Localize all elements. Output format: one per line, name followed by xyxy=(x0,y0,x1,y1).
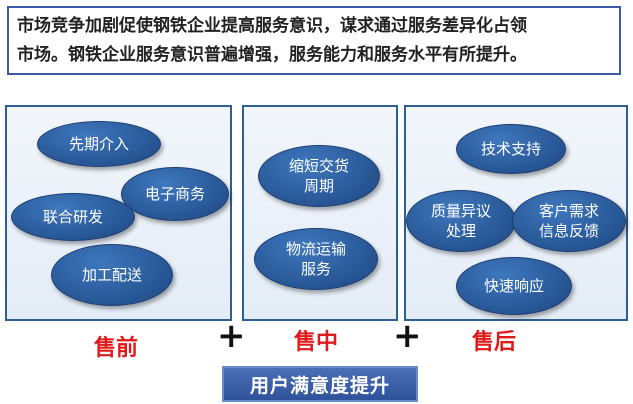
panel-after-sale: 技术支持 质量异议处理 客户需求信息反馈 快速响应 xyxy=(404,105,628,321)
bubble-e-commerce: 电子商务 xyxy=(121,167,229,221)
bubble-quick-response: 快速响应 xyxy=(456,257,572,315)
bubble-customer-feedback: 客户需求信息反馈 xyxy=(512,190,626,252)
headline-line-2: 市场。钢铁企业服务意识普遍增强，服务能力和服务水平有所提升。 xyxy=(17,45,527,65)
headline-line-1: 市场竞争加剧促使钢铁企业提高服务意识，谋求通过服务差异化占领 xyxy=(17,16,527,36)
result-label: 用户满意度提升 xyxy=(249,374,390,397)
headline-box: 市场竞争加剧促使钢铁企业提高服务意识，谋求通过服务差异化占领 市场。钢铁企业服务… xyxy=(7,6,621,75)
result-satisfaction-box: 用户满意度提升 xyxy=(222,366,418,402)
bubble-shorten-delivery: 缩短交货周期 xyxy=(258,145,380,207)
label-in-sale: 售中 xyxy=(294,329,339,355)
plus-sign-2: + xyxy=(393,316,422,356)
bubble-early-involvement: 先期介入 xyxy=(37,121,161,167)
panel-pre-sale: 先期介入 电子商务 联合研发 加工配送 xyxy=(5,105,232,321)
plus-sign-1: + xyxy=(217,316,246,356)
bubble-quality-dispute: 质量异议处理 xyxy=(406,190,516,252)
label-pre-sale: 售前 xyxy=(94,335,139,361)
panel-in-sale: 缩短交货周期 物流运输服务 xyxy=(242,105,398,321)
label-after-sale: 售后 xyxy=(472,329,517,355)
bubble-tech-support: 技术支持 xyxy=(456,124,566,174)
bubble-joint-rd: 联合研发 xyxy=(11,193,135,241)
bubble-processing-delivery: 加工配送 xyxy=(51,244,173,306)
bubble-logistics: 物流运输服务 xyxy=(254,228,378,290)
